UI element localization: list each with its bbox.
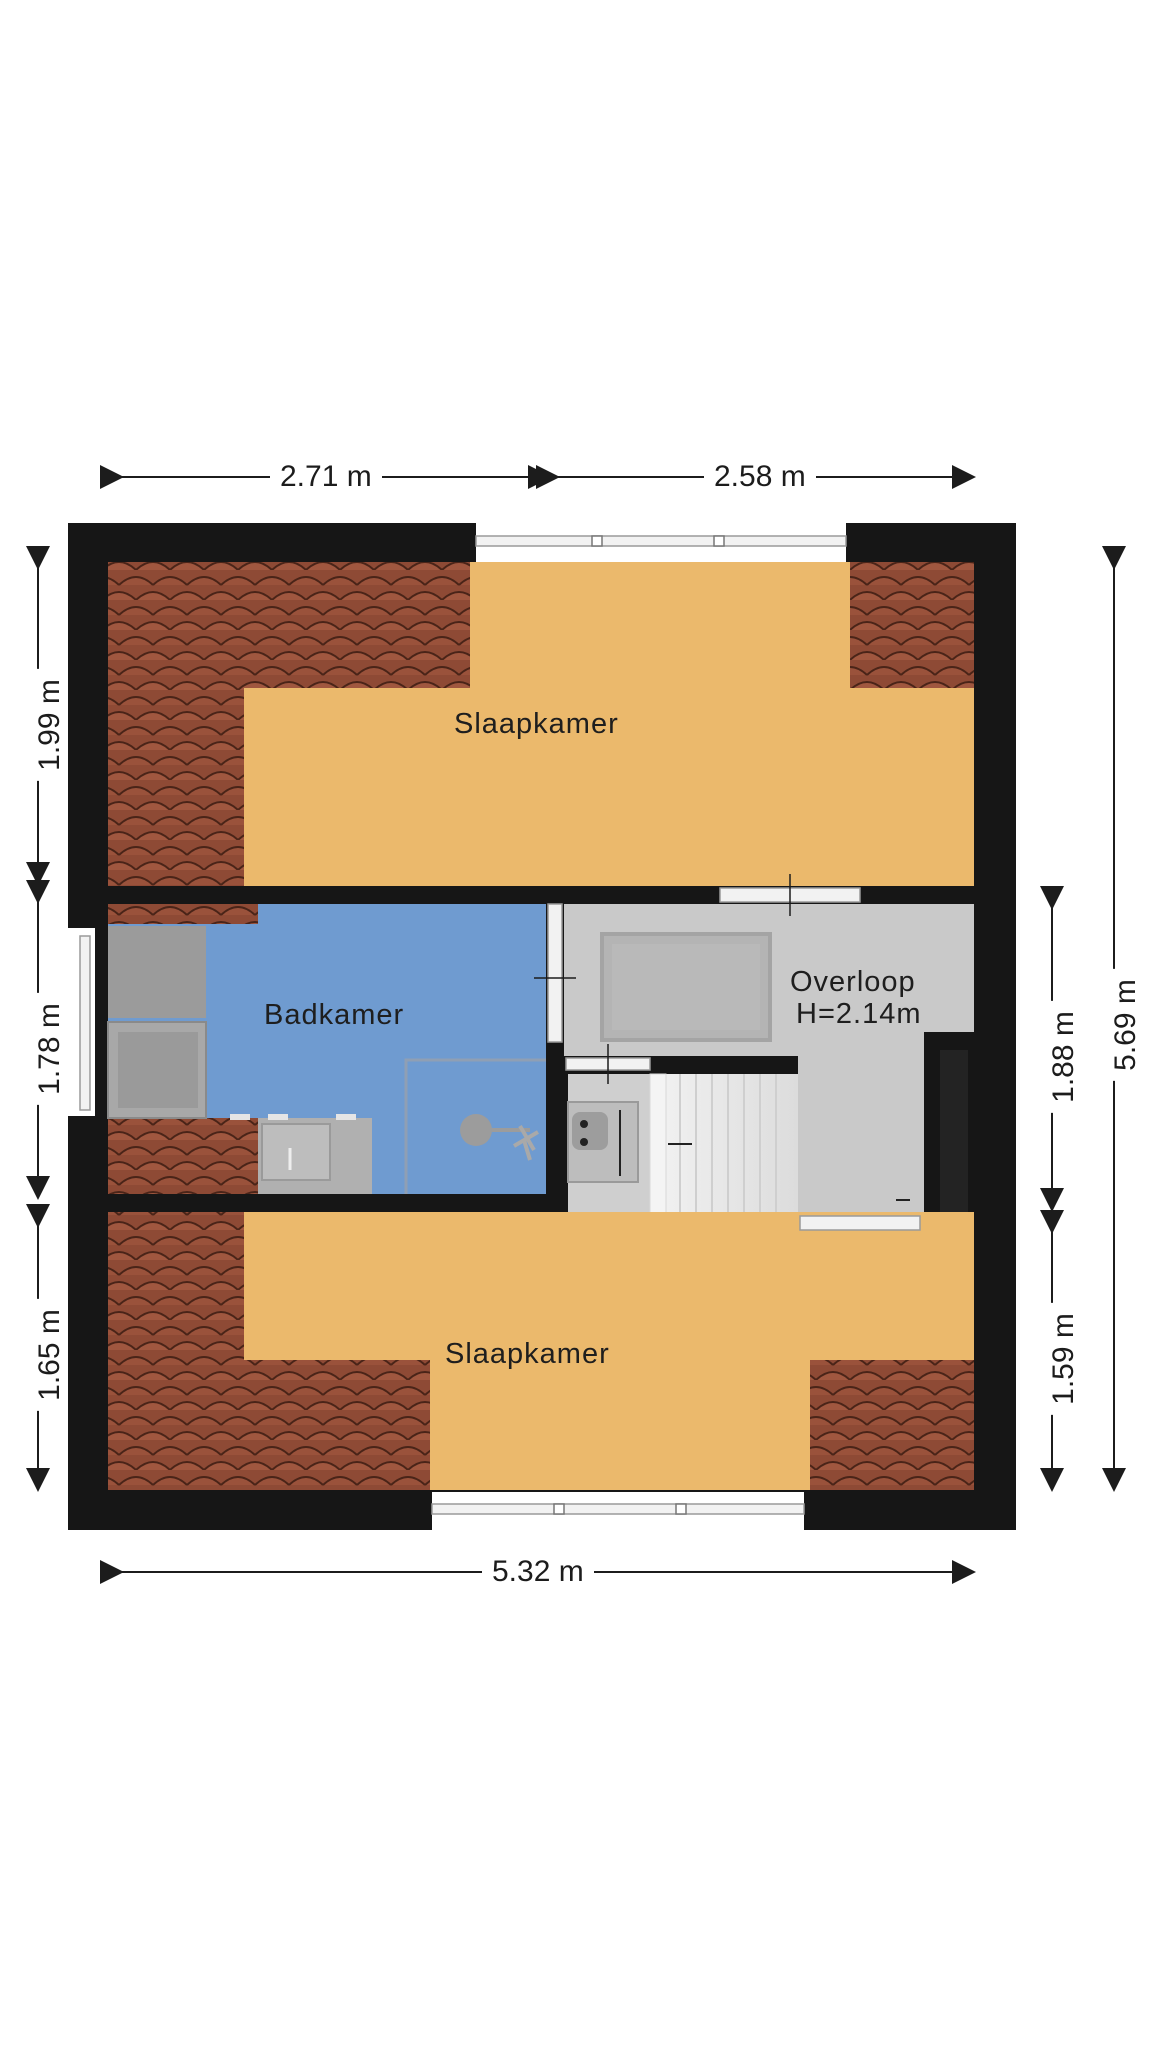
room-label-badkamer: Badkamer (264, 999, 405, 1031)
bedroom-bottom (108, 1212, 974, 1490)
room-label-overloop-height: H=2.14m (796, 998, 922, 1030)
dimension-top-left: 2.71 m (270, 460, 382, 494)
room-label-slaapkamer-bottom: Slaapkamer (445, 1338, 610, 1370)
dimension-bottom-total: 5.32 m (482, 1555, 594, 1589)
dimension-left-middle: 1.78 m (32, 993, 67, 1105)
dimension-left-bottom: 1.65 m (32, 1299, 67, 1411)
windows (68, 523, 847, 1530)
dimension-left-top: 1.99 m (32, 669, 67, 781)
dimension-top-right: 2.58 m (704, 460, 816, 494)
dimension-right-bottom: 1.59 m (1046, 1303, 1081, 1415)
dimension-right-total: 5.69 m (1108, 969, 1143, 1081)
landing (548, 904, 974, 1232)
bedroom-top (108, 562, 974, 886)
doors (534, 874, 921, 1231)
room-label-slaapkamer-top: Slaapkamer (454, 708, 619, 740)
dimension-right-middle: 1.88 m (1046, 1001, 1081, 1113)
room-label-overloop: Overloop (790, 966, 916, 998)
bathroom (107, 904, 546, 1194)
